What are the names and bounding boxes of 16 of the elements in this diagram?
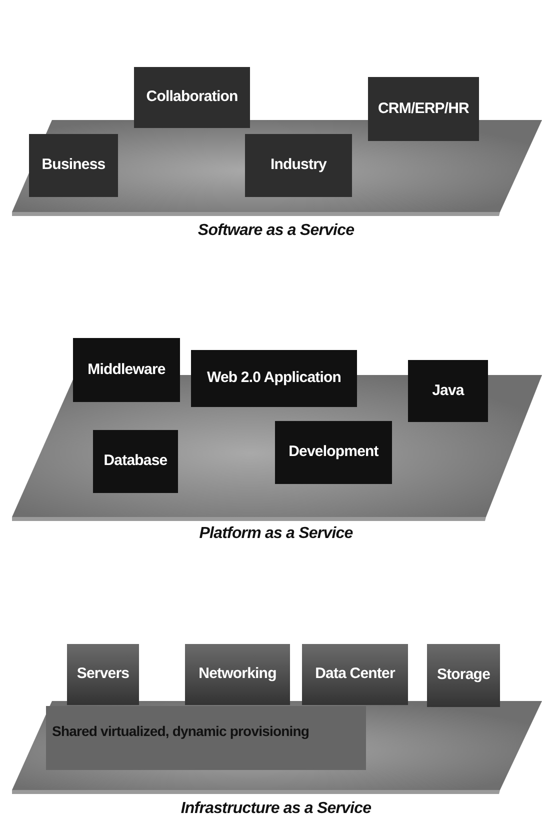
platform-caption: Infrastructure as a Service — [180, 800, 372, 818]
service-tile: Development — [275, 421, 392, 484]
service-tile: Networking — [185, 644, 290, 705]
service-tile: Collaboration — [134, 67, 250, 128]
service-tile: Java — [408, 360, 488, 422]
service-tile: Storage — [427, 644, 500, 707]
service-tile: Data Center — [302, 644, 408, 705]
service-tile: CRM/ERP/HR — [368, 77, 479, 141]
service-tile: Middleware — [73, 338, 180, 402]
platform-caption: Platform as a Service — [199, 525, 353, 543]
service-tile: Database — [93, 430, 178, 493]
platform-caption: Software as a Service — [198, 222, 354, 240]
service-tile: Industry — [245, 134, 352, 197]
service-tile: Web 2.0 Application — [191, 350, 357, 407]
provisioning-band: Shared virtualized, dynamic provisioning — [46, 706, 366, 770]
service-tile: Servers — [67, 644, 139, 705]
